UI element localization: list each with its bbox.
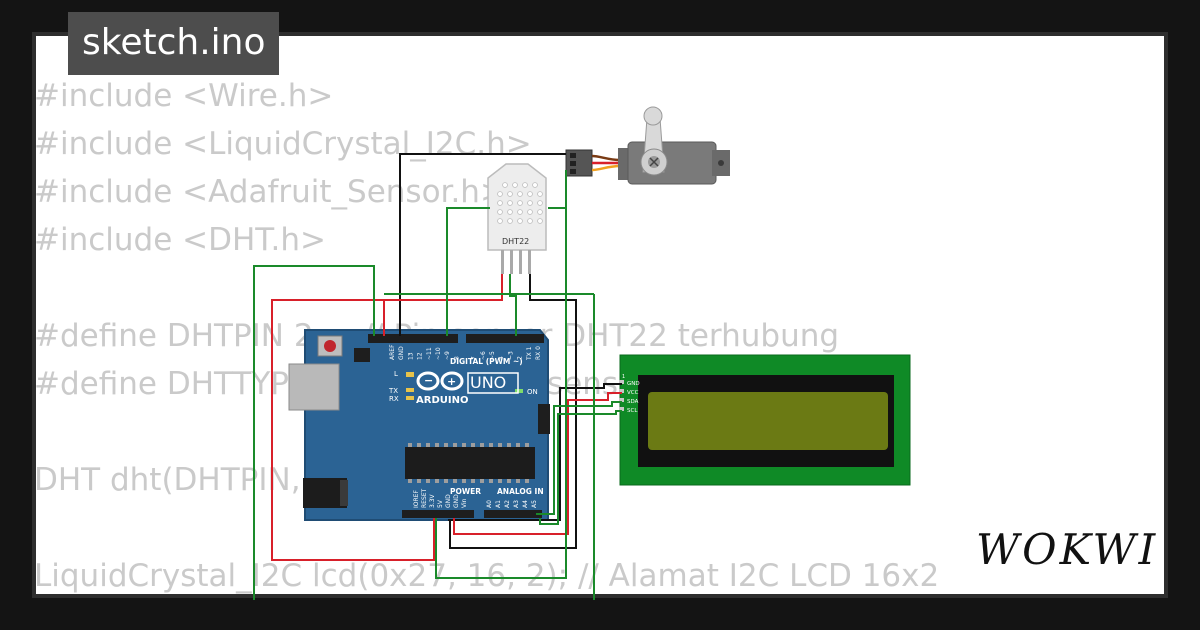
power-label: POWER [450, 487, 481, 496]
top-pin-label: ~11 [426, 347, 433, 360]
analog-pin-label: A5 [531, 500, 538, 508]
top-pin-label: ~6 [480, 351, 487, 360]
atmega-chip [405, 447, 535, 479]
lcd-pin-label: SDA [627, 399, 639, 405]
on-label: ON [527, 388, 538, 396]
led-tx-label: TX [388, 387, 398, 395]
top-pin-label: 13 [407, 352, 414, 360]
brand-label: ARDUINO [416, 395, 468, 406]
svg-text:−: − [424, 374, 433, 387]
code-background: #include <Wire.h> #include <LiquidCrysta… [34, 78, 940, 594]
lcd-pin-labels: GND VCC SDA SCL [627, 381, 640, 414]
power-pin-label: GND [453, 494, 460, 508]
power-pin-label: 3.3V [429, 493, 436, 508]
digital-header [368, 334, 544, 343]
model-label: UNO [470, 373, 506, 392]
power-header [402, 510, 542, 518]
top-pin-label: TX 1 [526, 346, 533, 361]
lcd-16x2-display[interactable]: 1 GND VCC SDA SCL [619, 354, 911, 486]
power-pin-label: GND [445, 494, 452, 508]
top-pin-label: 4 [498, 356, 505, 360]
digital-label: DIGITAL (PWM ~) [450, 357, 523, 366]
wires [253, 153, 622, 600]
analog-pin-label: A2 [504, 500, 511, 508]
analog-pin-label: A1 [495, 500, 502, 508]
power-pin-label: Vin [461, 498, 468, 508]
preview-panel [32, 32, 1168, 598]
arduino-uno-board[interactable]: DIGITAL (PWM ~) L TX RX ON − + UNO ARDUI… [288, 329, 550, 521]
led-l-label: L [394, 370, 398, 378]
wokwi-logo: WOKWI [976, 525, 1159, 574]
power-jack [303, 478, 347, 508]
top-pin-label: 7 [471, 356, 478, 360]
top-pin-label: 2 [517, 356, 524, 360]
power-pin-label: IOREF [413, 490, 420, 508]
icsp-header [354, 348, 550, 434]
lcd-pin-label: SCL [627, 408, 638, 414]
file-tab-title[interactable]: sketch.ino [68, 12, 280, 75]
led-rx-label: RX [389, 395, 399, 403]
top-pin-label: ~5 [489, 351, 496, 360]
top-pin-label: ~9 [444, 351, 451, 360]
lcd-pin-label: GND [627, 381, 640, 387]
dht-label: DHT22 [502, 237, 529, 246]
power-pin-label: RESET [421, 488, 428, 508]
analog-pin-label: A4 [522, 500, 529, 508]
top-pin-label: AREF [389, 344, 396, 360]
top-pin-label: ~10 [435, 347, 442, 360]
analog-label: ANALOG IN [497, 487, 544, 496]
analog-pin-label: A0 [486, 500, 493, 508]
top-pin-label: 8 [453, 356, 460, 360]
lcd-pin-label: VCC [627, 390, 639, 396]
top-pin-label: RX 0 [535, 346, 542, 360]
usb-port [288, 363, 340, 411]
top-pin-label: GND [398, 346, 405, 360]
top-pin-label: 12 [417, 352, 424, 360]
svg-text:+: + [447, 375, 456, 388]
lcd-screen [648, 392, 888, 450]
servo-motor[interactable] [565, 106, 730, 185]
servo-connector [565, 149, 593, 177]
sensor-grille [497, 182, 543, 224]
dht22-sensor[interactable]: DHT22 [487, 163, 547, 274]
arduino-logo-icon [416, 371, 464, 391]
analog-pin-label: A3 [513, 500, 520, 508]
power-pin-label: 5V [437, 499, 444, 508]
svg-text:1: 1 [622, 374, 625, 380]
top-pin-label: ~3 [507, 351, 514, 360]
